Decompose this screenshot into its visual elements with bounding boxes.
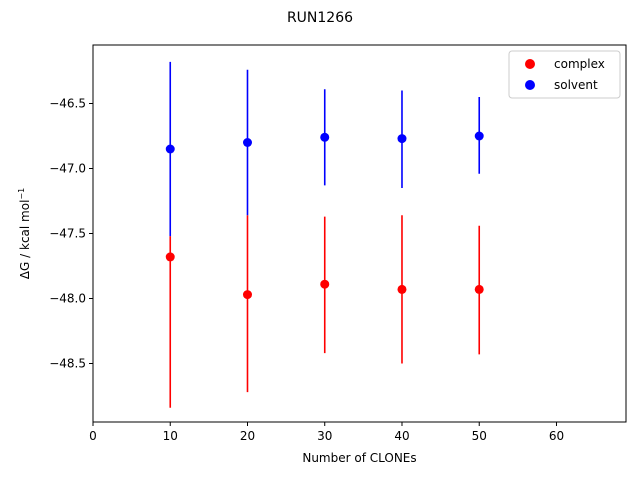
legend-marker-solvent: [525, 80, 535, 90]
series-solvent: [165, 61, 484, 237]
complex-point: [397, 284, 407, 294]
solvent-point: [165, 144, 175, 154]
legend: complex solvent: [508, 50, 621, 99]
axes-frame: [92, 44, 627, 423]
chart-title: RUN1266: [287, 10, 353, 26]
y-axis-label-main: ΔG / kcal mol: [18, 200, 32, 280]
legend-box: [508, 50, 621, 99]
y-tick-label: −47.0: [49, 162, 86, 176]
y-tick-label: −48.0: [49, 292, 86, 306]
x-tick-label: 20: [240, 429, 255, 443]
x-axis: 0 10 20 30 40 50 60: [89, 422, 564, 443]
y-tick-label: −48.5: [49, 357, 86, 371]
y-tick-label: −47.5: [49, 227, 86, 241]
x-tick-label: 10: [163, 429, 178, 443]
y-axis-label-superscript: −1: [17, 188, 26, 200]
x-tick-label: 40: [394, 429, 409, 443]
legend-marker-complex: [525, 59, 535, 69]
x-tick-label: 0: [89, 429, 97, 443]
x-tick-label: 60: [549, 429, 564, 443]
x-axis-label: Number of CLONEs: [302, 451, 416, 465]
plot-area: [165, 61, 484, 408]
complex-point: [474, 284, 484, 294]
legend-label-solvent: solvent: [554, 78, 598, 92]
complex-point: [242, 290, 252, 300]
solvent-point: [320, 132, 330, 142]
complex-point: [165, 252, 175, 262]
series-complex: [165, 215, 484, 408]
solvent-point: [242, 138, 252, 147]
y-axis: −48.5 −48.0 −47.5 −47.0 −46.5: [49, 97, 93, 371]
y-tick-label: −46.5: [49, 97, 86, 111]
legend-label-complex: complex: [554, 57, 605, 71]
solvent-point: [397, 134, 407, 144]
y-axis-label: ΔG / kcal mol−1: [17, 188, 32, 279]
complex-point: [320, 279, 330, 289]
x-tick-label: 30: [317, 429, 332, 443]
x-tick-label: 50: [472, 429, 487, 443]
solvent-point: [474, 131, 484, 141]
